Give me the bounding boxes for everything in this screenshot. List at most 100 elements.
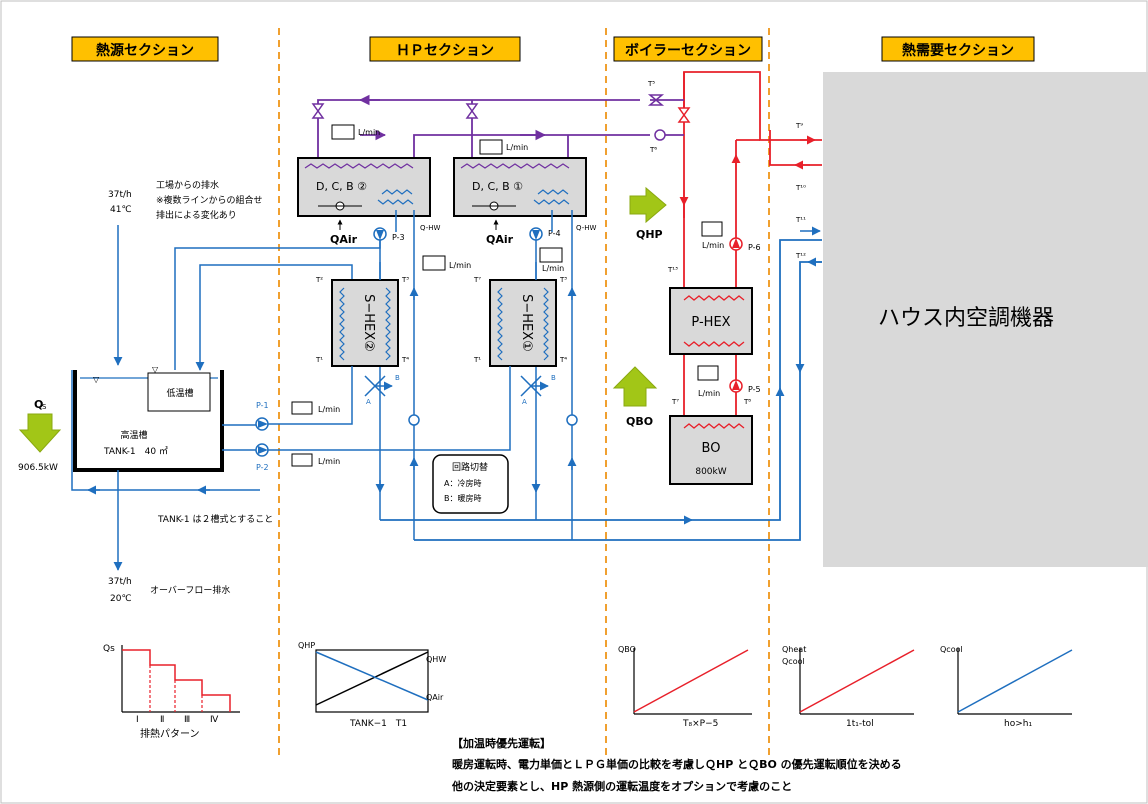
svg-text:37t/h: 37t/h bbox=[108, 190, 132, 200]
header-heat-source: 熱源セクション bbox=[71, 36, 219, 62]
operation-notes: 【加温時優先運転】 暖房運転時、電力単価とＬＰＧ単価の比較を考慮しＱHP とＱB… bbox=[451, 736, 902, 793]
svg-text:QAir: QAir bbox=[330, 233, 358, 246]
svg-text:T³: T³ bbox=[401, 276, 409, 284]
svg-text:L/min: L/min bbox=[542, 264, 564, 273]
svg-text:T²: T² bbox=[315, 276, 323, 284]
svg-text:L/min: L/min bbox=[358, 128, 380, 137]
svg-text:暖房運転時、電力単価とＬＰＧ単価の比較を考慮しＱHP とＱB: 暖房運転時、電力単価とＬＰＧ単価の比較を考慮しＱHP とＱBO の優先運転順位を… bbox=[452, 757, 902, 771]
svg-text:B：暖房時: B：暖房時 bbox=[444, 493, 482, 503]
svg-text:ハウス内空調機器: ハウス内空調機器 bbox=[878, 306, 1054, 331]
svg-text:P-1: P-1 bbox=[256, 401, 269, 410]
svg-text:D, C, B ②: D, C, B ② bbox=[316, 180, 367, 193]
svg-text:オーバーフロー排水: オーバーフロー排水 bbox=[150, 584, 230, 596]
svg-text:P-3: P-3 bbox=[392, 233, 405, 242]
graph-exhaust-pattern: Qs Ⅰ Ⅱ Ⅲ Ⅳ 排熱パターン bbox=[103, 644, 240, 740]
svg-text:排出による変化あり: 排出による変化あり bbox=[156, 209, 237, 221]
s-hex-1: S−HEX① bbox=[489, 279, 557, 367]
svg-text:P-6: P-6 bbox=[748, 243, 761, 252]
svg-text:Ⅳ: Ⅳ bbox=[210, 715, 219, 725]
svg-text:回路切替: 回路切替 bbox=[452, 461, 488, 473]
header-heat-demand: 熱需要セクション bbox=[881, 36, 1035, 62]
valve-icon bbox=[311, 103, 325, 119]
svg-text:QBO: QBO bbox=[626, 415, 653, 428]
heat-source-section: 工場からの排水 ※複数ラインからの組合せ 排出による変化あり 37t/h 41℃… bbox=[18, 179, 381, 604]
svg-text:37t/h: 37t/h bbox=[108, 577, 132, 587]
svg-text:P-HEX: P-HEX bbox=[691, 315, 730, 330]
svg-text:41℃: 41℃ bbox=[110, 205, 132, 215]
svg-text:L/min: L/min bbox=[506, 143, 528, 152]
svg-text:TANK-1 40 ㎥: TANK-1 40 ㎥ bbox=[103, 446, 168, 457]
svg-text:L/min: L/min bbox=[318, 405, 340, 414]
svg-text:A：冷房時: A：冷房時 bbox=[444, 478, 481, 488]
svg-text:T⁵: T⁵ bbox=[647, 80, 655, 88]
svg-text:Qs: Qs bbox=[103, 644, 115, 654]
svg-text:QHW: QHW bbox=[426, 655, 446, 664]
svg-text:Qcool: Qcool bbox=[782, 657, 805, 666]
demand-temperature-labels: T⁹ T¹⁰ T¹¹ T¹² bbox=[795, 122, 806, 260]
svg-text:D, C, B ①: D, C, B ① bbox=[472, 180, 523, 193]
svg-text:Qcool: Qcool bbox=[940, 645, 963, 654]
svg-text:P-5: P-5 bbox=[748, 385, 761, 394]
svg-text:A: A bbox=[366, 398, 371, 406]
valve-icon bbox=[465, 103, 479, 119]
svg-text:工場からの排水: 工場からの排水 bbox=[156, 179, 219, 191]
svg-text:QAir: QAir bbox=[486, 233, 514, 246]
section-dividers bbox=[278, 28, 770, 760]
svg-text:※複数ラインからの組合せ: ※複数ラインからの組合せ bbox=[156, 194, 263, 206]
svg-text:熱需要セクション: 熱需要セクション bbox=[902, 42, 1014, 59]
svg-text:L/min: L/min bbox=[449, 261, 471, 270]
svg-text:ＨＰセクション: ＨＰセクション bbox=[396, 43, 494, 59]
boiler-section: T⁵ T⁶ QHP QBO P-HEX T¹³ P-6 L/min P-5 L/… bbox=[612, 71, 822, 485]
svg-text:Ⅲ: Ⅲ bbox=[184, 715, 190, 725]
svg-text:TANK−1 T1: TANK−1 T1 bbox=[349, 719, 407, 729]
graph-boiler-output: QBO T₈×P−5 bbox=[618, 645, 752, 729]
svg-text:【加温時優先運転】: 【加温時優先運転】 bbox=[452, 736, 551, 750]
svg-text:Ⅰ: Ⅰ bbox=[136, 715, 139, 725]
svg-text:T¹⁰: T¹⁰ bbox=[795, 184, 806, 192]
svg-text:ho>h₁: ho>h₁ bbox=[1004, 719, 1032, 729]
hp-unit-2: D, C, B ② bbox=[297, 157, 431, 217]
svg-text:T⁴: T⁴ bbox=[401, 356, 409, 364]
svg-text:B: B bbox=[395, 374, 400, 382]
svg-text:A: A bbox=[522, 398, 527, 406]
svg-text:T₈×P−5: T₈×P−5 bbox=[682, 719, 718, 729]
svg-text:Ⅱ: Ⅱ bbox=[160, 715, 164, 725]
hp-unit-1: D, C, B ① bbox=[453, 157, 587, 217]
svg-text:P-2: P-2 bbox=[256, 463, 269, 472]
s-hex-2: S−HEX② bbox=[331, 279, 399, 367]
svg-text:906.5kW: 906.5kW bbox=[18, 463, 58, 473]
qs-arrow-icon bbox=[18, 413, 62, 453]
svg-text:▽: ▽ bbox=[152, 365, 159, 374]
svg-text:T⁹: T⁹ bbox=[795, 122, 803, 130]
svg-text:QHP: QHP bbox=[636, 228, 663, 241]
graph-heat-cool: Qheat Qcool 1t₁-tol bbox=[782, 645, 915, 729]
qbo-arrow-icon bbox=[612, 366, 658, 407]
svg-text:T⁶: T⁶ bbox=[649, 146, 657, 154]
qhp-arrow-icon bbox=[629, 186, 667, 224]
svg-text:S−HEX②: S−HEX② bbox=[361, 294, 376, 352]
svg-text:高温槽: 高温槽 bbox=[120, 429, 147, 441]
svg-text:L/min: L/min bbox=[698, 389, 720, 398]
svg-text:QBO: QBO bbox=[618, 645, 636, 654]
svg-text:排熱パターン: 排熱パターン bbox=[140, 727, 200, 740]
svg-text:T⁷: T⁷ bbox=[671, 398, 679, 406]
circuit-switch-legend: 回路切替 A：冷房時 B：暖房時 bbox=[432, 454, 509, 514]
svg-text:T⁴: T⁴ bbox=[559, 356, 567, 364]
svg-text:T⁷: T⁷ bbox=[473, 276, 481, 284]
svg-text:T³: T³ bbox=[559, 276, 567, 284]
svg-text:B: B bbox=[551, 374, 556, 382]
svg-text:T⁸: T⁸ bbox=[743, 398, 751, 406]
svg-text:T¹²: T¹² bbox=[795, 252, 806, 260]
svg-text:低温槽: 低温槽 bbox=[166, 387, 193, 399]
svg-text:S−HEX①: S−HEX① bbox=[519, 294, 534, 352]
svg-text:TANK-1 は２槽式とすること: TANK-1 は２槽式とすること bbox=[157, 513, 273, 525]
svg-text:T¹: T¹ bbox=[473, 356, 481, 364]
graph-cooling: Qcool ho>h₁ bbox=[940, 645, 1073, 729]
hp-section: L/min L/min L/min L/min D, C, B ② D, C, … bbox=[268, 94, 822, 541]
boiler-unit: BO 800kW bbox=[669, 415, 753, 485]
svg-text:T¹¹: T¹¹ bbox=[795, 216, 806, 224]
p-hex-unit: P-HEX bbox=[669, 287, 753, 355]
svg-text:Q-HW: Q-HW bbox=[576, 224, 596, 232]
svg-text:▽: ▽ bbox=[93, 375, 100, 384]
